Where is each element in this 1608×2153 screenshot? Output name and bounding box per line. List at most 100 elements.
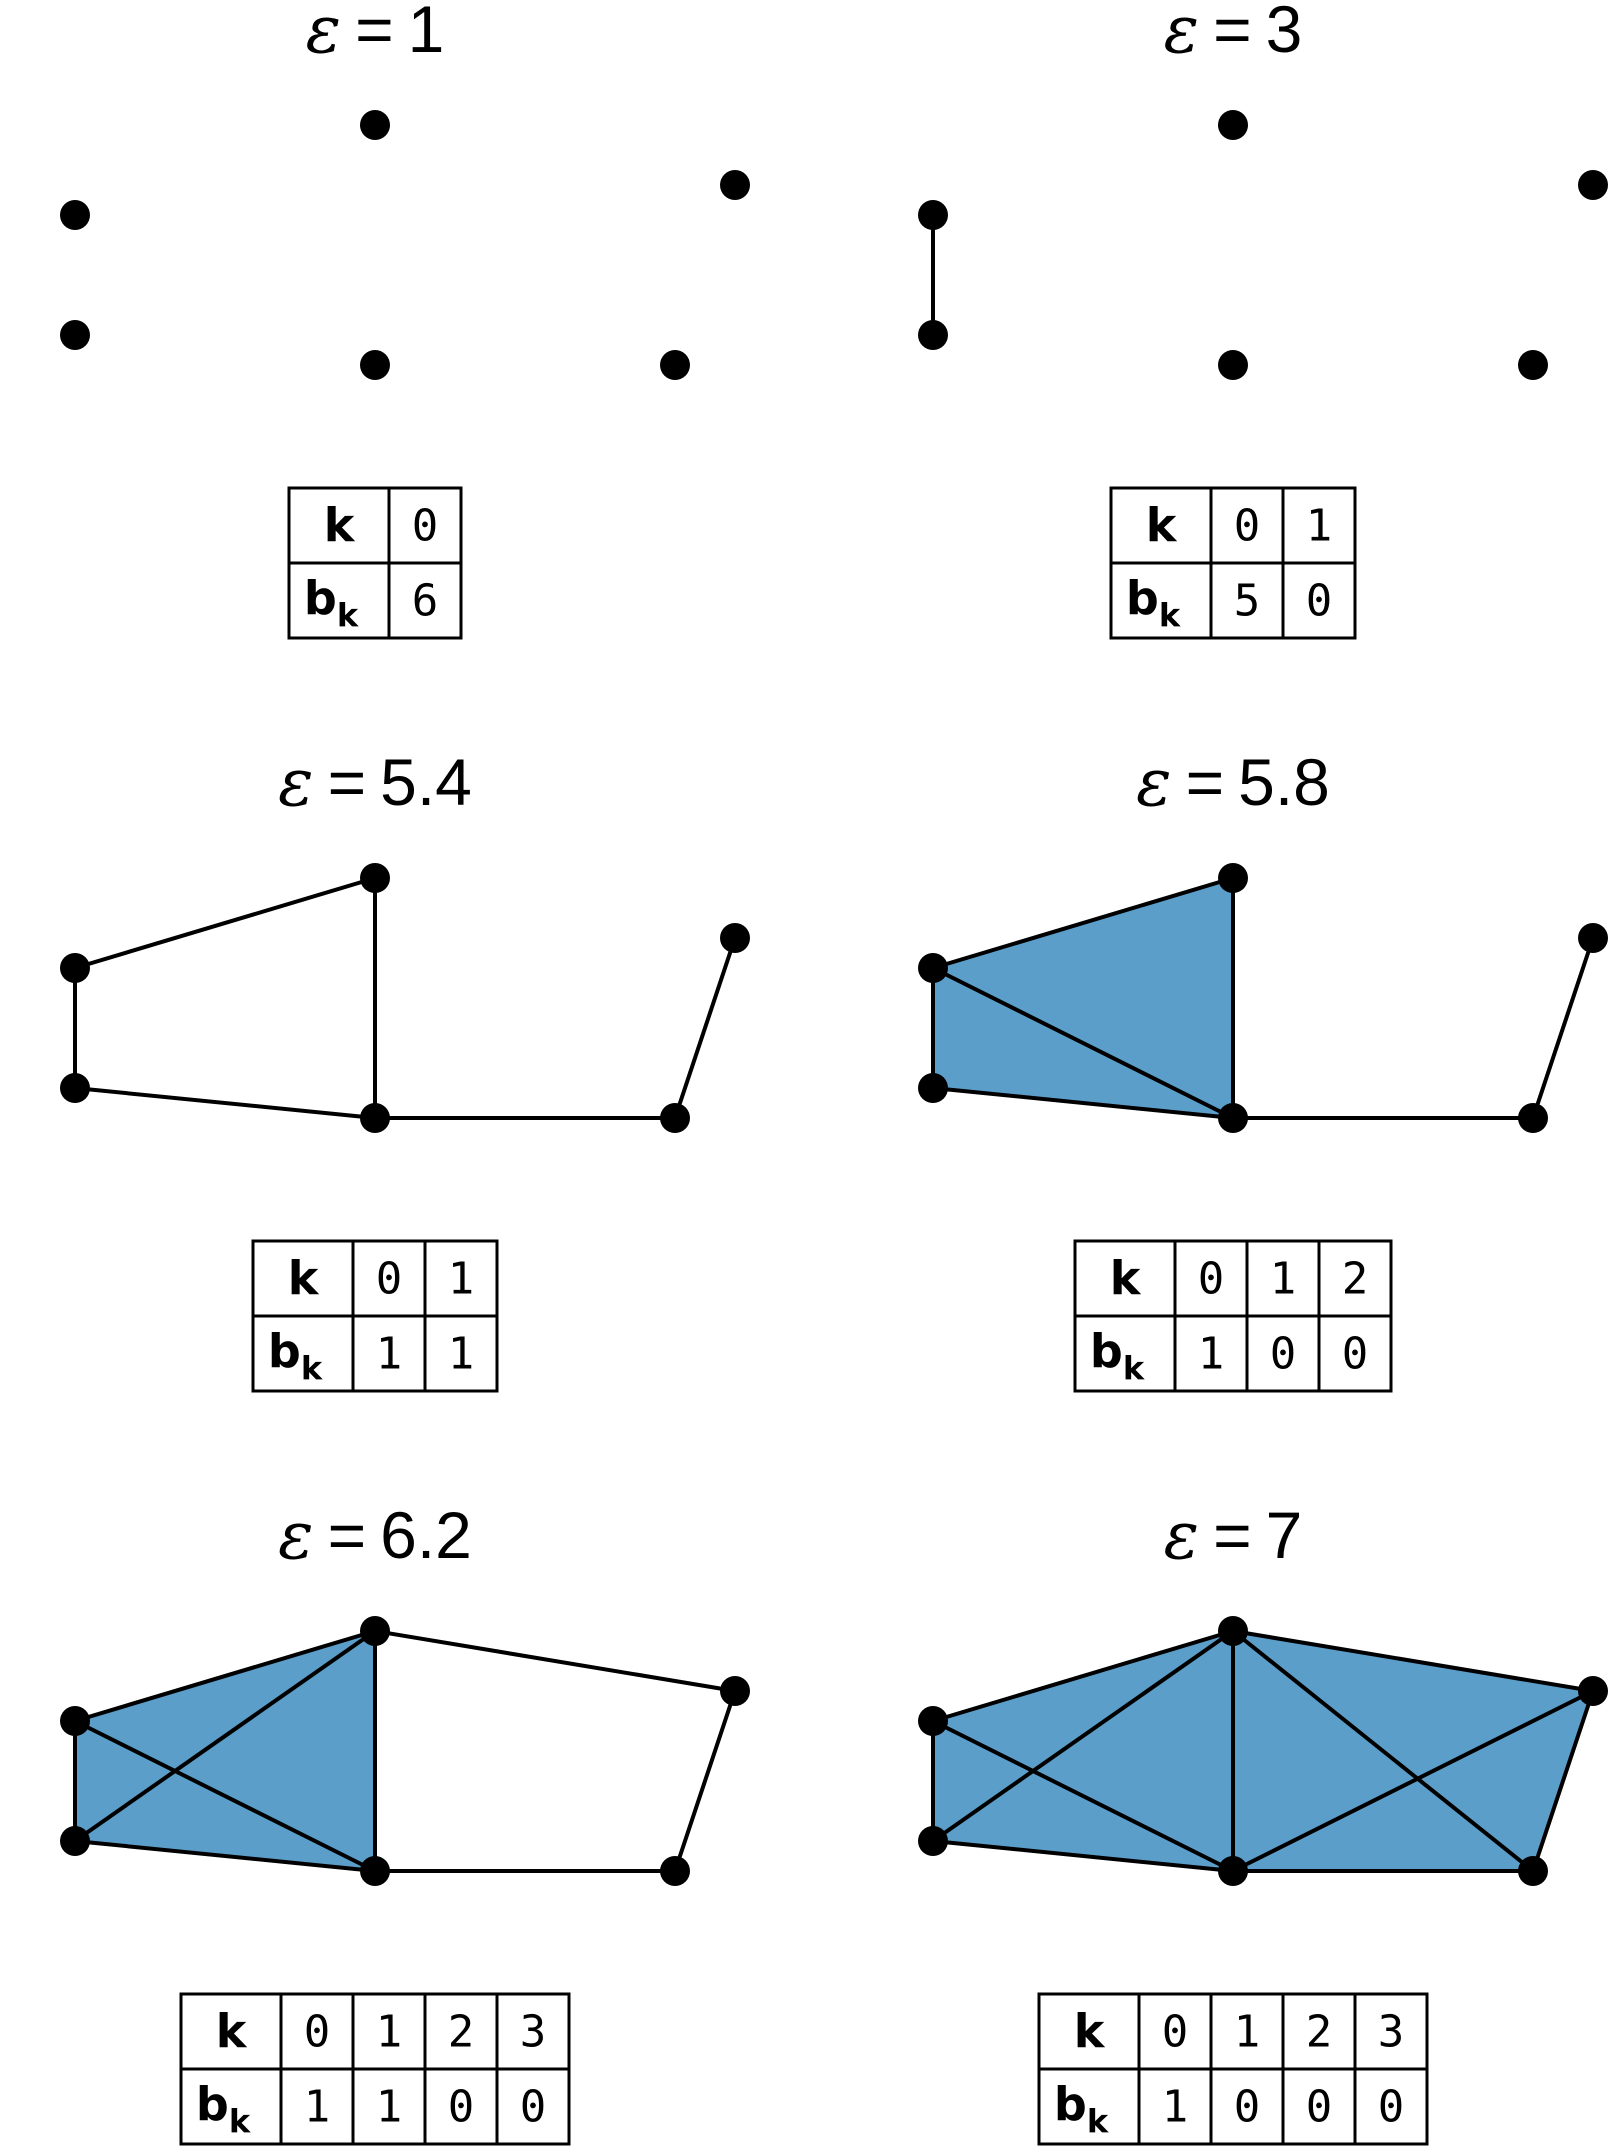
vertex-dot [720,1676,750,1706]
table-cell-b: 1 [376,1329,403,1380]
table-header-bk: bk [1054,2078,1109,2141]
table-header-bk: bk [1126,572,1181,635]
table-cell-b: 5 [1234,576,1261,627]
epsilon-value: 7 [1266,1498,1303,1572]
table-cell-k: 0 [1234,501,1261,552]
table-cell-k: 2 [1306,2007,1333,2058]
vertex-dot [60,1706,90,1736]
vertex-dot [1218,110,1248,140]
table-header-k: k [1110,1252,1142,1306]
vertex-dot [360,1616,390,1646]
epsilon-symbol: ε [306,0,341,68]
panel-title: ε=5.4 [278,744,472,821]
epsilon-symbol: ε [278,744,313,821]
table-cell-b: 0 [1306,2082,1333,2133]
table-header-k: k [216,2005,248,2059]
table-header-subscript: k [229,2103,251,2141]
table-header-b: b [196,2078,229,2132]
equals-sign: = [1186,745,1225,819]
vertex-dot [360,863,390,893]
vertex-dot [60,1073,90,1103]
vertex-dot [1218,1616,1248,1646]
vertex-dot [918,1826,948,1856]
table-cell-k: 1 [1234,2007,1261,2058]
table-cell-k: 2 [448,2007,475,2058]
epsilon-value: 5.8 [1238,745,1330,819]
table-cell-k: 0 [376,1254,403,1305]
table-header-subscript: k [301,1350,323,1388]
vertex-dot [1218,1856,1248,1886]
table-header-k: k [288,1252,320,1306]
epsilon-value: 1 [408,0,445,66]
simplex-edge [73,1839,377,1873]
table-cell-k: 0 [1198,1254,1225,1305]
table-header-bk: bk [1090,1325,1145,1388]
panel-title: ε=6.2 [278,1497,472,1574]
epsilon-symbol: ε [1164,0,1199,68]
table-cell-b: 0 [1270,1329,1297,1380]
simplex-edge [1231,1629,1535,1873]
vertex-dot [360,110,390,140]
equals-sign: = [355,0,394,66]
panel-title: ε=5.8 [1136,744,1330,821]
table-header-k: k [1146,499,1178,553]
table-cell-b: 1 [1198,1329,1225,1380]
simplex-edge [1531,936,1595,1120]
epsilon-value: 5.4 [380,745,472,819]
table-header-k: k [324,499,356,553]
table-cell-k: 0 [1162,2007,1189,2058]
panel-0: ε=1 kbk 0 6 [60,0,750,640]
table-cell-b: 0 [1342,1329,1369,1380]
betti-table: kbk 0 6 [287,486,463,640]
simplex-edge [931,966,1235,1120]
equals-sign: = [328,745,367,819]
table-header-b: b [304,572,337,626]
vertex-dot [918,1073,948,1103]
equals-sign: = [1213,1498,1252,1572]
table-header-subscript: k [1123,1350,1145,1388]
simplex-edge [1531,1689,1595,1873]
vertex-dot [918,953,948,983]
table-cell-b: 1 [376,2082,403,2133]
table-cell-b: 1 [1162,2082,1189,2133]
table-cell-k: 0 [412,501,439,552]
table-cell-k: 3 [1378,2007,1405,2058]
panel-title: ε=3 [1164,0,1303,68]
table-header-subscript: k [337,597,359,635]
simplex-edge [673,936,737,1120]
table-cell-b: 1 [304,2082,331,2133]
vertex-dot [360,350,390,380]
vertex-dot [918,1706,948,1736]
table-header-bk: bk [268,1325,323,1388]
table-cell-b: 0 [520,2082,547,2133]
vertex-dot [660,1103,690,1133]
simplex-edge [73,1629,377,1723]
epsilon-symbol: ε [1136,744,1171,821]
table-cell-b: 0 [1234,2082,1261,2133]
equals-sign: = [1213,0,1252,66]
vertex-dot [60,200,90,230]
panel-title: ε=7 [1164,1497,1303,1574]
table-cell-b: 6 [412,576,439,627]
table-header-k: k [1074,2005,1106,2059]
table-header-b: b [268,1325,301,1379]
vertex-dot [720,170,750,200]
simplex-edge [73,1086,377,1120]
simplex-edge [1231,1629,1595,1693]
table-cell-k: 1 [1306,501,1333,552]
table-cell-b: 0 [448,2082,475,2133]
vertex-dot [1518,1856,1548,1886]
simplex-edge [931,1629,1235,1843]
simplex-edge [931,1839,1235,1873]
simplex-edge [931,876,1235,970]
table-cell-k: 3 [520,2007,547,2058]
table-cell-b: 0 [1378,2082,1405,2133]
simplex-edge [373,1629,737,1693]
